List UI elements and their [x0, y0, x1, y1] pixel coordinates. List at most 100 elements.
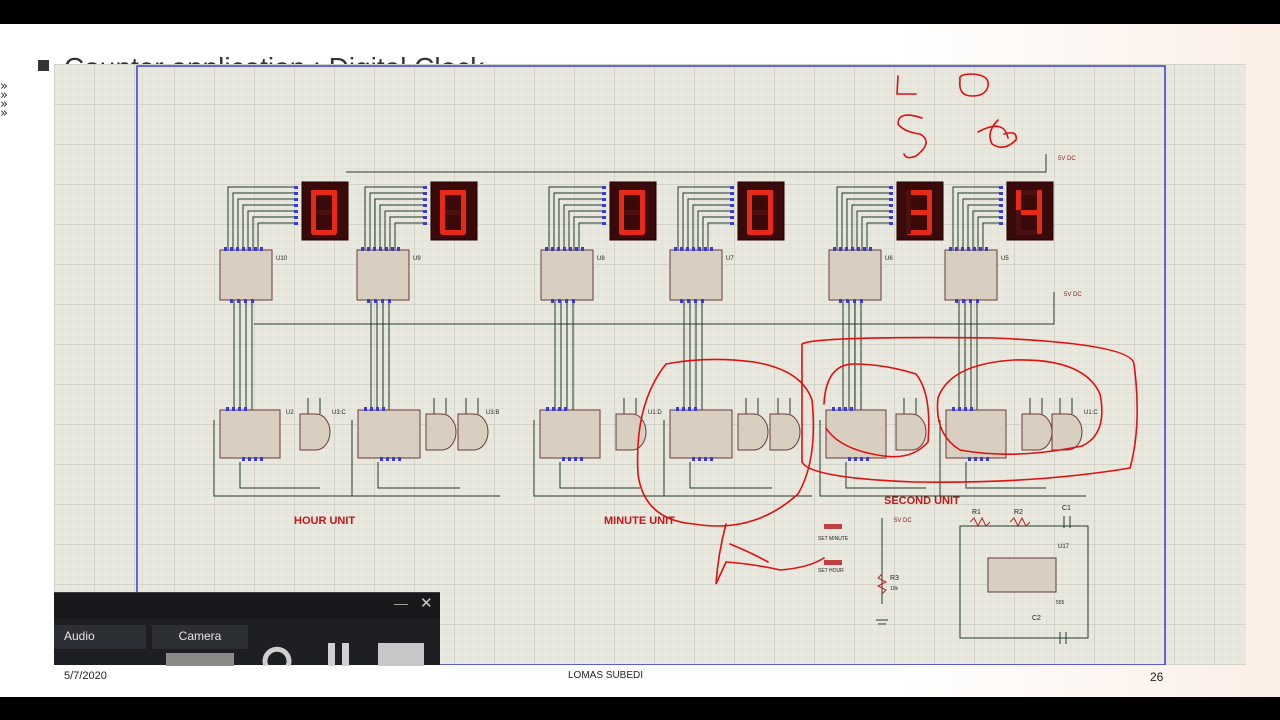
- component-label: SET HOUR: [818, 568, 844, 574]
- display-pin: [999, 186, 1003, 189]
- minimize-button[interactable]: —: [394, 595, 408, 611]
- tab-camera[interactable]: Camera: [152, 625, 248, 649]
- gate-label: U3:C: [332, 410, 346, 416]
- display-pin: [730, 216, 734, 219]
- seven-segment-display-second-tens: 3: [889, 181, 944, 241]
- counter-chip: [219, 407, 281, 461]
- and-gate: [425, 413, 457, 451]
- display-pin: [602, 186, 606, 189]
- bottom-letterbox: [0, 697, 1280, 720]
- display-pin: [999, 222, 1003, 225]
- and-gate: [299, 413, 331, 451]
- side-handle-icon: »»»»: [0, 79, 8, 121]
- component-label: 555: [1056, 600, 1065, 606]
- minute-unit-label: MINUTE UNIT: [604, 515, 675, 527]
- decoder-label: U6: [885, 256, 893, 262]
- camera-preview: [166, 653, 234, 666]
- gate-label: U1:C: [1084, 410, 1098, 416]
- hour-unit-label: HOUR UNIT: [294, 515, 355, 527]
- handwritten-note: LO: [924, 103, 926, 105]
- decoder-label: U7: [726, 256, 734, 262]
- display-pin: [730, 204, 734, 207]
- display-pin: [294, 198, 298, 201]
- component-label: C2: [1032, 615, 1041, 622]
- tab-audio[interactable]: Audio: [54, 625, 146, 649]
- component-label: U17: [1058, 544, 1070, 550]
- decoder-chip: U5: [944, 247, 1009, 303]
- page-number: 26: [1150, 670, 1164, 684]
- counter-chip: [669, 407, 733, 461]
- display-pin: [294, 222, 298, 225]
- counter-chip: [945, 407, 1007, 461]
- seven-segment-display-minute-tens: 0: [602, 181, 657, 241]
- and-gate: [895, 413, 927, 451]
- display-pin: [999, 216, 1003, 219]
- display-pin: [602, 216, 606, 219]
- display-pin: [999, 210, 1003, 213]
- display-pin: [889, 210, 893, 213]
- component-label: R2: [1014, 509, 1023, 516]
- display-pin: [889, 216, 893, 219]
- display-pin: [294, 204, 298, 207]
- display-pin: [889, 222, 893, 225]
- counter-chip: [357, 407, 421, 461]
- display-pin: [423, 198, 427, 201]
- decoder-chips: U10 U9 U8 U7 U6 U5: [219, 247, 1009, 303]
- footer-author: LOMAS SUBEDI: [568, 670, 644, 681]
- grid-lines: [54, 64, 1246, 665]
- title-bullet-icon: [38, 60, 49, 71]
- component-label: C1: [1062, 505, 1071, 512]
- display-pin: [730, 198, 734, 201]
- timer-555-block: [824, 516, 1089, 644]
- component-label: R3: [890, 575, 899, 582]
- gate-label: U3:B: [486, 410, 499, 416]
- stop-icon[interactable]: [378, 643, 424, 666]
- display-pin: [423, 216, 427, 219]
- component-label: 10k: [890, 586, 899, 592]
- counter-chip: [539, 407, 601, 461]
- seven-segment-display-hour-tens: 0: [294, 181, 349, 241]
- decoder-chip: U9: [356, 247, 421, 303]
- decoder-label: U10: [276, 256, 288, 262]
- display-pin: [730, 222, 734, 225]
- component-label: SET MINUTE: [818, 536, 849, 542]
- pause-icon[interactable]: [324, 641, 354, 666]
- decoder-label: U8: [597, 256, 605, 262]
- display-pin: [602, 198, 606, 201]
- seven-segment-display-hour-ones: 0: [423, 181, 478, 241]
- display-pin: [294, 192, 298, 195]
- counter-chip: [825, 407, 887, 461]
- display-pin: [999, 192, 1003, 195]
- power-label: 5V DC: [1058, 156, 1076, 162]
- decoder-chip: U10: [219, 247, 288, 303]
- display-pin: [999, 198, 1003, 201]
- display-pin: [889, 186, 893, 189]
- display-pin: [294, 216, 298, 219]
- display-pin: [730, 192, 734, 195]
- footer-date: 5/7/2020: [64, 670, 107, 682]
- second-unit-label: SECOND UNIT: [884, 495, 960, 507]
- and-gate: [769, 413, 801, 451]
- wiring: [213, 154, 1086, 497]
- display-pin: [423, 186, 427, 189]
- close-button[interactable]: ✕: [420, 595, 433, 612]
- decoder-chip: U6: [828, 247, 893, 303]
- and-gate: [737, 413, 769, 451]
- display-pin: [294, 186, 298, 189]
- display-pin: [423, 210, 427, 213]
- display-pin: [423, 222, 427, 225]
- recorder-titlebar[interactable]: [54, 593, 440, 619]
- and-gate: [1051, 413, 1083, 451]
- and-gate: [457, 413, 489, 451]
- power-label: 5V DC: [894, 518, 912, 524]
- display-pin: [999, 204, 1003, 207]
- and-gate: [1021, 413, 1053, 451]
- seven-segment-display-minute-ones: 0: [730, 181, 785, 241]
- decoder-chip: U7: [669, 247, 734, 303]
- display-pin: [602, 210, 606, 213]
- decoder-label: U5: [1001, 256, 1009, 262]
- handwritten-annotations: [636, 73, 1138, 585]
- refresh-icon[interactable]: [256, 641, 296, 666]
- display-pin: [889, 204, 893, 207]
